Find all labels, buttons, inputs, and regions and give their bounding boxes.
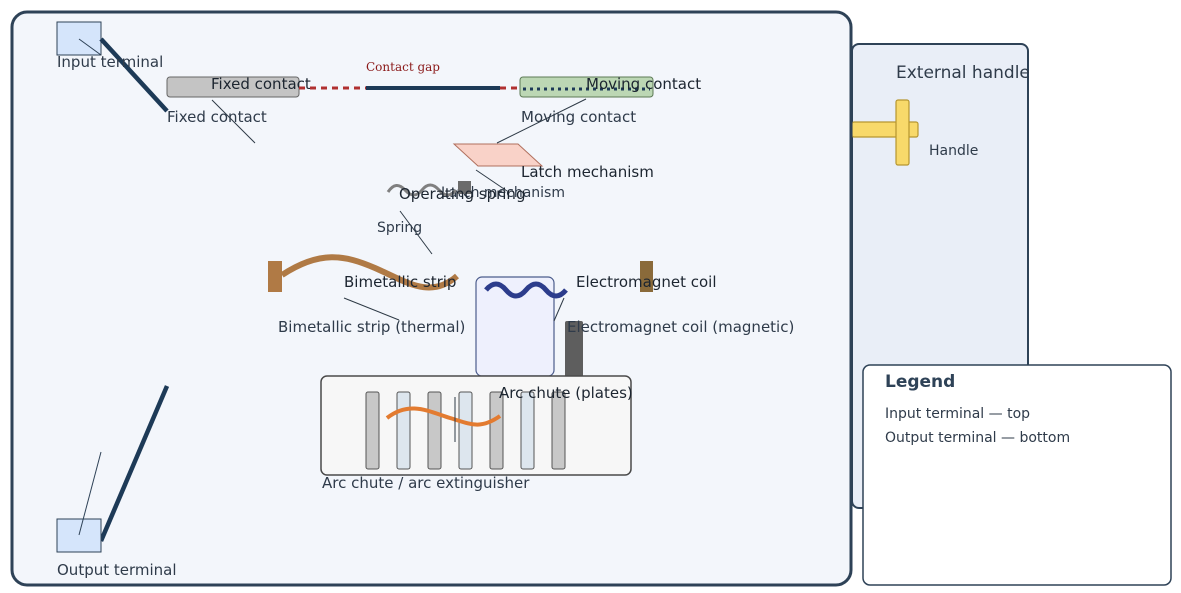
bimetal-leader <box>343 297 400 321</box>
fixed-contact-callout: Fixed contact <box>167 108 267 126</box>
legend-item: Input terminal — top <box>885 406 1030 422</box>
legend-item: Output terminal — bottom <box>885 430 1070 446</box>
bimetallic-strip <box>280 254 459 291</box>
spring-leader <box>399 210 433 255</box>
electromagnet-coil-callout: Electromagnet coil (magnetic) <box>567 318 794 336</box>
arc-chute-label: Arc chute (plates) <box>499 384 633 402</box>
latch-leader <box>475 169 508 192</box>
legend-title: Legend <box>885 372 955 392</box>
output-terminal-leader <box>78 451 102 536</box>
fixed-contact-leader <box>211 99 256 144</box>
bimetallic-strip-label: Bimetallic strip <box>344 273 456 291</box>
arc <box>385 406 502 427</box>
output-terminal-label: Output terminal <box>57 561 177 579</box>
latch-mechanism-callout: Latch mechanism <box>441 185 565 201</box>
plunger <box>565 321 583 378</box>
spring-anchor <box>458 181 471 194</box>
arc-chute-plates <box>365 391 566 470</box>
moving-contact <box>519 76 654 98</box>
arc-chute-callout: Arc chute / arc extinguisher <box>322 474 530 492</box>
moving-contact-leader <box>496 98 587 144</box>
input-terminal-leader <box>78 38 102 56</box>
external-handle-title: External handle <box>896 63 1030 83</box>
electromagnet-coil <box>475 276 555 377</box>
breaker-housing <box>10 10 853 587</box>
legend-box <box>862 364 1172 586</box>
operating-spring-label: Operating spring <box>399 185 525 203</box>
bimetal-mount <box>268 261 282 292</box>
input-terminal-label: Input terminal <box>57 53 163 71</box>
output-conductor <box>98 385 170 542</box>
coil-mount <box>640 261 653 292</box>
coil-leader <box>553 297 565 322</box>
handle-label: Handle <box>929 143 978 159</box>
handle[interactable] <box>851 99 919 166</box>
contact-gap-label: Contact gap <box>366 60 440 74</box>
spring-callout: Spring <box>377 220 422 236</box>
output-terminal <box>56 518 102 553</box>
latch-mechanism-label: Latch mechanism <box>521 163 654 181</box>
input-conductor <box>99 37 169 113</box>
latch-mechanism <box>452 143 544 167</box>
coil-winding <box>484 281 568 299</box>
operating-spring <box>386 183 458 197</box>
moving-contact-callout: Moving contact <box>521 108 636 126</box>
moving-contact-label: Moving contact <box>586 75 701 93</box>
fixed-contact-label: Fixed contact <box>211 75 311 93</box>
electromagnet-coil-label: Electromagnet coil <box>576 273 717 291</box>
bimetallic-strip-callout: Bimetallic strip (thermal) <box>278 318 465 336</box>
